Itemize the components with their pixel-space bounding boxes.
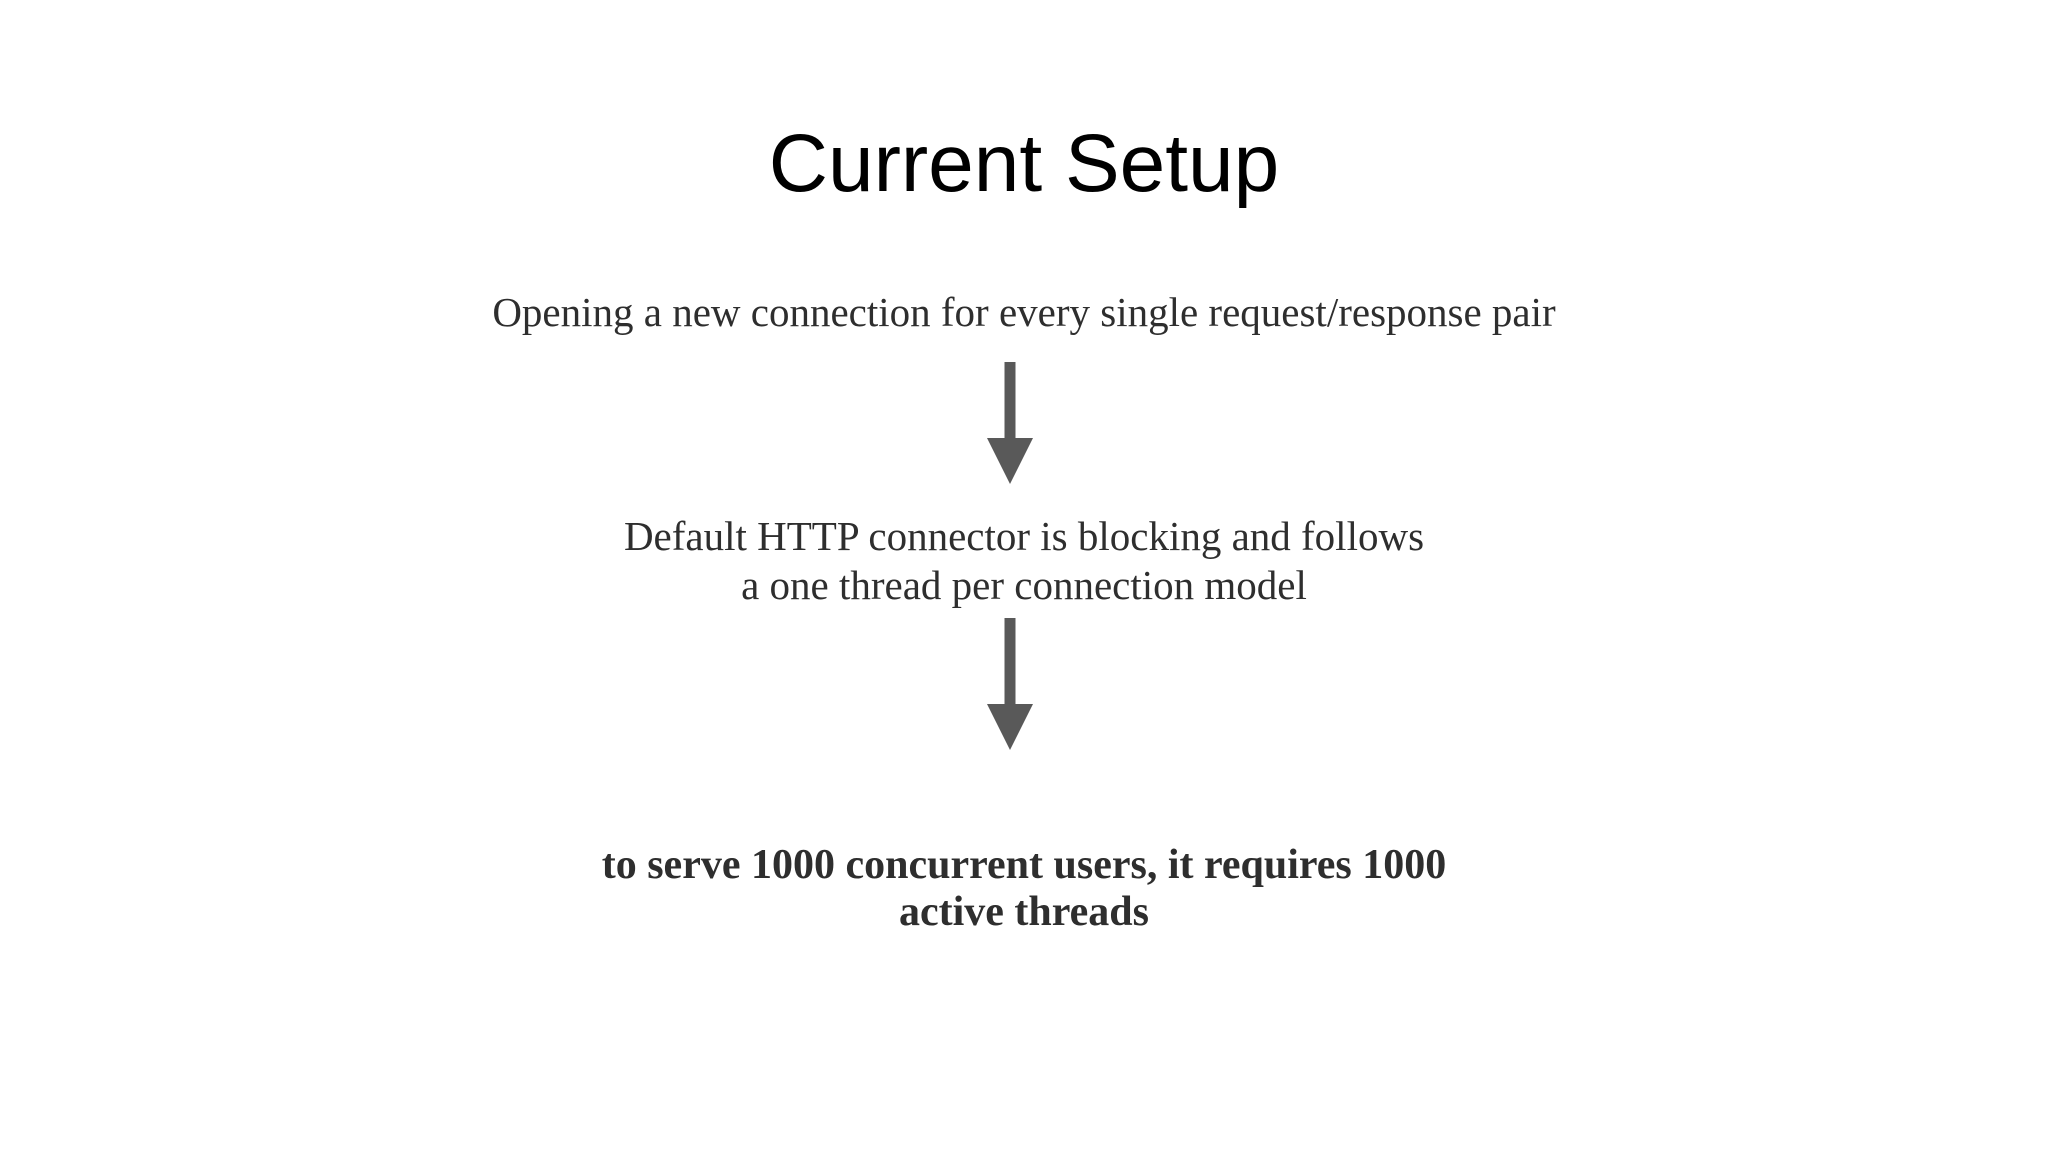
step-thread-requirement: to serve 1000 concurrent users, it requi… [0,842,2048,936]
arrow-head [987,704,1033,750]
step-text-line: to serve 1000 concurrent users, it requi… [601,842,1447,888]
step-text-line: active threads [898,889,1149,935]
arrow-head [987,438,1033,484]
arrow-shaft [1004,618,1016,707]
step-text-line: Default HTTP connector is blocking and f… [623,513,1425,559]
step-text-line: a one thread per connection model [741,562,1307,608]
flow-arrow-2 [987,618,1033,750]
arrow-down-icon [987,362,1033,484]
slide-title: Current Setup [768,118,1280,209]
arrow-shaft [1004,362,1016,441]
flow-arrow-1 [987,362,1033,484]
arrow-down-icon [987,618,1033,750]
step-text-line: Opening a new connection for every singl… [492,289,1556,335]
step-current-connection: Opening a new connection for every singl… [0,287,2048,337]
step-blocking-connector: Default HTTP connector is blocking and f… [0,512,2048,610]
